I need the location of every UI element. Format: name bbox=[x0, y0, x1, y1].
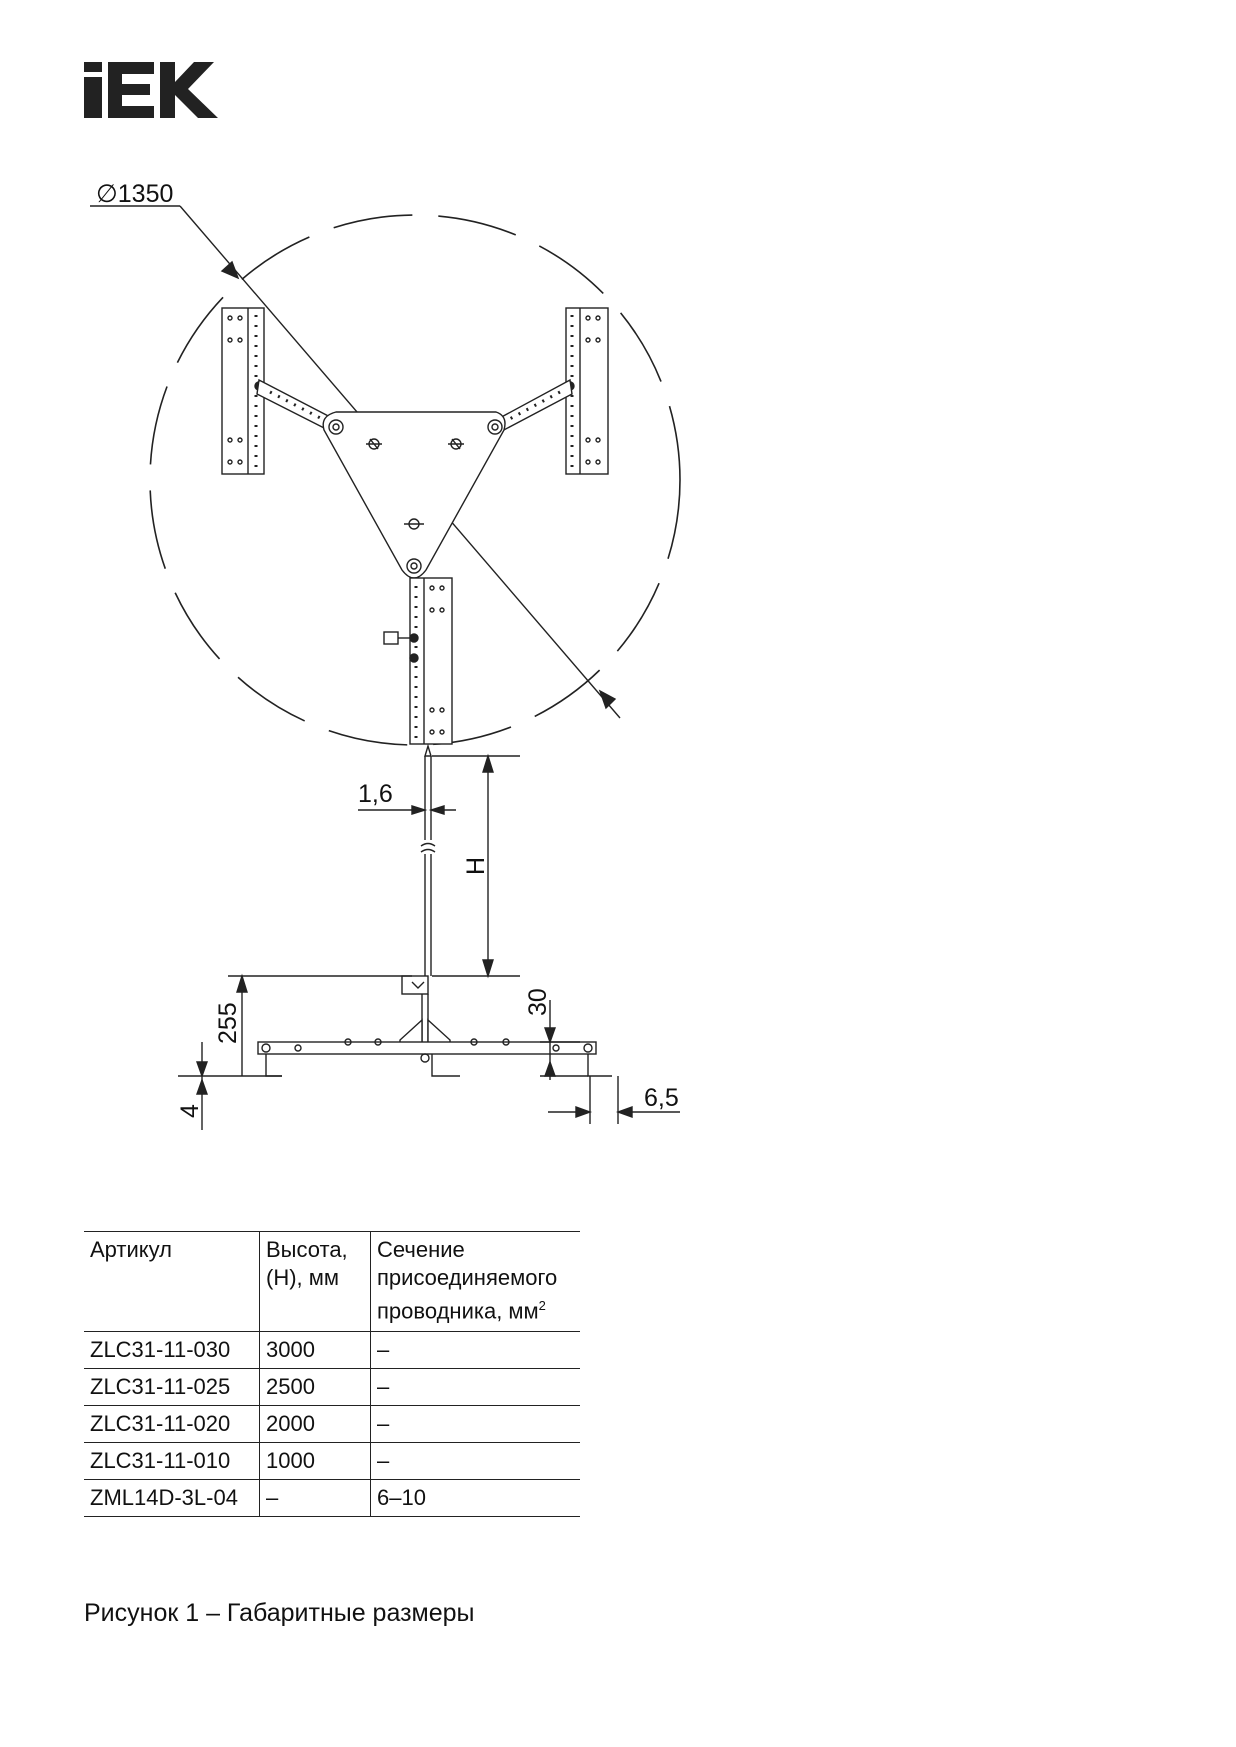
diameter-circle bbox=[149, 214, 681, 746]
header-article: Артикул bbox=[84, 1230, 260, 1333]
header-cross-section: Сечение присоединяемого проводника, мм2 bbox=[370, 1230, 580, 1333]
table-cell: 1000 bbox=[259, 1442, 371, 1481]
table-cell: – bbox=[370, 1405, 580, 1444]
table-cell: ZML14D-3L-04 bbox=[84, 1479, 260, 1518]
plate-thickness-label: 4 bbox=[176, 1104, 204, 1118]
bracket-height-label: 30 bbox=[524, 988, 552, 1016]
table-cell: – bbox=[370, 1368, 580, 1407]
header-height: Высота, (Н), мм bbox=[259, 1230, 371, 1333]
table-header-row: Артикул Высота, (Н), мм Сечение присоеди… bbox=[84, 1230, 580, 1333]
table-cell: – bbox=[370, 1442, 580, 1481]
table-cell: ZLC31-11-020 bbox=[84, 1405, 260, 1444]
iek-logo bbox=[84, 62, 218, 118]
table-row: ZLC31-11-020 2000 – bbox=[84, 1405, 580, 1444]
table-row: ZLC31-11-025 2500 – bbox=[84, 1368, 580, 1407]
table-cell: – bbox=[259, 1479, 371, 1518]
dimension-drawing: ∅1350 bbox=[90, 180, 681, 1130]
table-cell: ZLC31-11-010 bbox=[84, 1442, 260, 1481]
table-cell: 2000 bbox=[259, 1405, 371, 1444]
table-cell: 3000 bbox=[259, 1331, 371, 1370]
right-strap bbox=[495, 378, 573, 434]
diameter-label: ∅1350 bbox=[96, 180, 173, 208]
bottom-mounting-bracket bbox=[383, 577, 453, 745]
table-cell: – bbox=[370, 1331, 580, 1370]
hole-offset-label: 6,5 bbox=[644, 1084, 679, 1112]
table-row: ZLC31-11-010 1000 – bbox=[84, 1442, 580, 1481]
base-assembly bbox=[257, 975, 612, 1077]
height-label: H bbox=[462, 857, 490, 875]
table-row: ZLC31-11-030 3000 – bbox=[84, 1331, 580, 1370]
grounding-rod bbox=[420, 743, 436, 976]
spec-table: Артикул Высота, (Н), мм Сечение присоеди… bbox=[84, 1230, 580, 1518]
table-cell: ZLC31-11-025 bbox=[84, 1368, 260, 1407]
figure-caption: Рисунок 1 – Габаритные размеры bbox=[84, 1599, 475, 1627]
table-cell: 2500 bbox=[259, 1368, 371, 1407]
arrow-icon bbox=[598, 689, 617, 710]
table-row: ZML14D-3L-04 – 6–10 bbox=[84, 1479, 580, 1518]
table-cell: 6–10 bbox=[370, 1479, 580, 1518]
arrow-icon bbox=[220, 260, 240, 280]
table-cell: ZLC31-11-030 bbox=[84, 1331, 260, 1370]
thickness-label: 1,6 bbox=[358, 780, 393, 808]
right-mounting-bracket bbox=[565, 307, 609, 475]
base-height-label: 255 bbox=[214, 1002, 242, 1044]
